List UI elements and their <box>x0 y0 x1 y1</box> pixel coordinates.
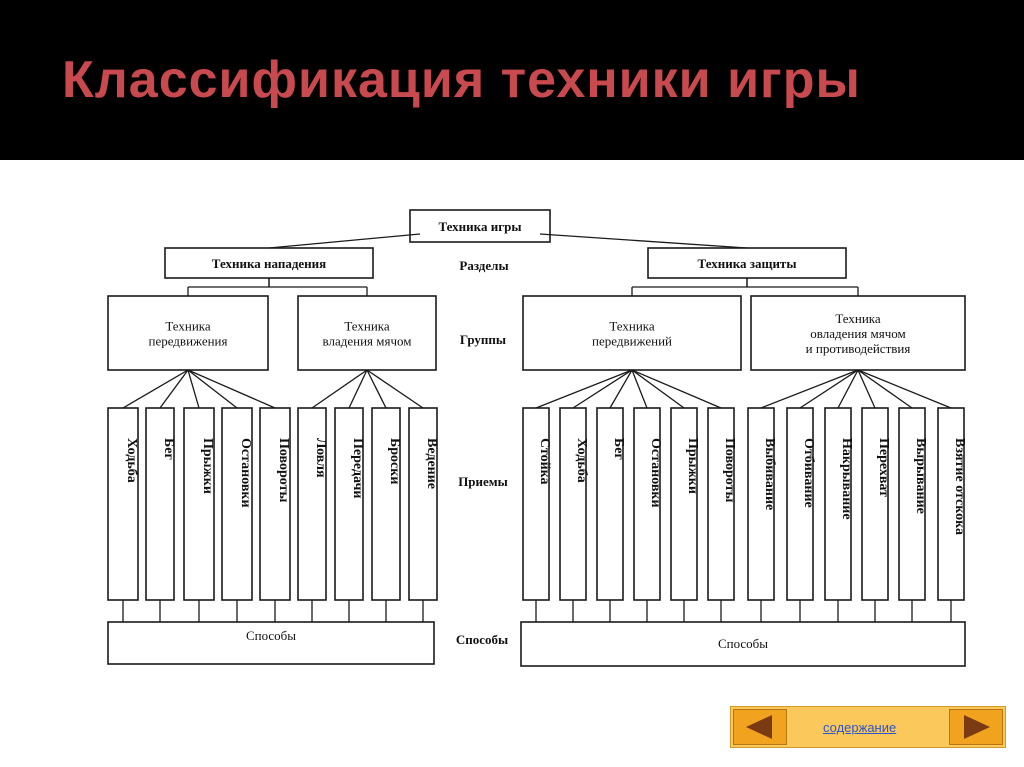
connector-line <box>857 369 952 409</box>
technique-box <box>937 407 965 601</box>
technique-label: Ведение <box>424 438 439 489</box>
technique-label: Прыжки <box>200 438 215 494</box>
technique-label: Бег <box>161 438 176 460</box>
methods-label: Способы <box>718 636 768 651</box>
group-label: Техника <box>609 319 655 334</box>
connector-line <box>159 369 189 409</box>
connector-line <box>268 233 421 249</box>
section-label: Техника нападения <box>212 256 326 271</box>
connector-line <box>348 369 368 409</box>
group-label: и противодействия <box>806 341 911 356</box>
technique-label: Бег <box>611 438 626 460</box>
connector-line <box>366 369 387 409</box>
group-label: Техника <box>344 319 390 334</box>
technique-box <box>522 407 550 601</box>
technique-label: Броски <box>387 438 402 484</box>
group-label: передвижения <box>148 334 227 349</box>
connector-line <box>366 369 424 409</box>
group-label: владения мячом <box>323 334 412 349</box>
section-label: Техника защиты <box>698 256 797 271</box>
technique-label: Взятие отскока <box>952 438 967 535</box>
technique-box <box>334 407 364 601</box>
connector-line <box>609 369 633 409</box>
group-label: передвижений <box>592 334 672 349</box>
technique-box <box>371 407 401 601</box>
connector-line <box>631 369 722 409</box>
technique-label: Остановки <box>238 438 253 508</box>
connector-line <box>857 369 913 409</box>
connector-line <box>837 369 859 409</box>
group-label: овладения мячом <box>810 326 905 341</box>
connector-line <box>572 369 633 409</box>
connector-line <box>187 369 276 409</box>
technique-label: Выбивание <box>762 438 777 510</box>
group-label: Техника <box>165 319 211 334</box>
methods-label: Способы <box>246 628 296 643</box>
group-box <box>297 295 437 371</box>
technique-label: Прыжки <box>685 438 700 494</box>
technique-box <box>786 407 814 601</box>
technique-label: Стойка <box>537 438 552 485</box>
side-label-methods: Способы <box>456 632 508 647</box>
technique-box <box>408 407 438 601</box>
technique-box <box>670 407 698 601</box>
side-label-techniques: Приемы <box>458 474 508 489</box>
next-slide-button[interactable] <box>949 709 1003 745</box>
methods-box <box>520 621 966 667</box>
root-label: Техника игры <box>439 219 522 234</box>
connector-line <box>799 369 859 409</box>
group-label: Техника <box>835 311 881 326</box>
technique-label: Ходьба <box>574 438 589 483</box>
connector-line <box>760 369 859 409</box>
technique-label: Остановки <box>648 438 663 508</box>
arrow-left-icon <box>746 715 772 739</box>
technique-box <box>145 407 175 601</box>
technique-label: Отбивание <box>801 438 816 508</box>
technique-label: Повороты <box>722 438 737 502</box>
methods-box <box>107 621 435 665</box>
connector-line <box>535 369 633 409</box>
technique-box <box>259 407 291 601</box>
technique-box <box>183 407 215 601</box>
navigation-bar: содержание <box>730 706 1006 748</box>
group-box <box>750 295 966 371</box>
technique-label: Передачи <box>350 438 365 498</box>
technique-label: Перехват <box>876 438 891 497</box>
section-box <box>647 247 847 279</box>
technique-label: Вырывание <box>913 438 928 514</box>
technique-box <box>898 407 926 601</box>
connector-line <box>187 369 238 409</box>
technique-label: Повороты <box>276 438 291 502</box>
side-label-sections: Разделы <box>459 258 508 273</box>
connector-line <box>631 369 685 409</box>
connector-line <box>857 369 876 409</box>
technique-box <box>559 407 587 601</box>
arrow-right-icon <box>964 715 990 739</box>
connector-line <box>311 369 368 409</box>
side-label-groups: Группы <box>460 332 506 347</box>
title-bar: Классификация техники игры <box>0 0 1024 160</box>
section-box <box>164 247 374 279</box>
technique-label: Ловля <box>313 438 328 478</box>
group-box <box>522 295 742 371</box>
technique-box <box>633 407 661 601</box>
technique-label: Ходьба <box>124 438 139 483</box>
technique-box <box>596 407 624 601</box>
connector-line <box>122 369 189 409</box>
connector-line <box>187 369 200 409</box>
root-box <box>409 209 551 243</box>
previous-slide-button[interactable] <box>733 709 787 745</box>
connector-line <box>631 369 648 409</box>
technique-label: Накрывание <box>839 438 854 520</box>
technique-box <box>107 407 139 601</box>
technique-box <box>707 407 735 601</box>
technique-box <box>297 407 327 601</box>
technique-box <box>861 407 889 601</box>
page-title: Классификация техники игры <box>62 51 861 109</box>
contents-link[interactable]: содержание <box>823 720 897 735</box>
connector-line <box>539 233 748 249</box>
